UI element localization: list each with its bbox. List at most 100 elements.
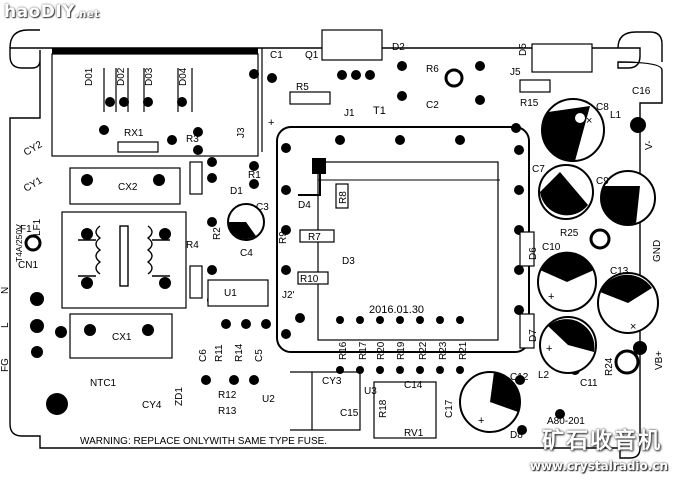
label-d04: D04 bbox=[178, 67, 189, 86]
cap-c9 bbox=[600, 170, 656, 226]
label-r11: R11 bbox=[214, 344, 225, 362]
label-c16: C16 bbox=[632, 86, 651, 97]
terminal-fg: FG bbox=[0, 358, 11, 372]
label-r4: R4 bbox=[186, 240, 199, 251]
label-lf1: LF1 bbox=[32, 218, 43, 236]
label-ntc1: NTC1 bbox=[90, 378, 117, 389]
label-r23: R23 bbox=[438, 341, 449, 360]
plus-marker-c17: + bbox=[478, 415, 484, 427]
label-c6: C6 bbox=[198, 349, 209, 362]
label-u3: U3 bbox=[364, 386, 377, 397]
x-marker-c8: × bbox=[586, 115, 592, 127]
label-d1: D1 bbox=[230, 186, 243, 197]
label-u1: U1 bbox=[224, 288, 237, 299]
label-zd1: ZD1 bbox=[174, 387, 185, 406]
label-cy3: CY3 bbox=[322, 376, 342, 387]
label-c11: C11 bbox=[580, 378, 598, 389]
electrolytic-caps bbox=[227, 98, 659, 433]
label-r7: R7 bbox=[308, 232, 321, 243]
watermark-site-logo: haoDIY.net bbox=[4, 2, 99, 22]
cap-c13 bbox=[597, 272, 659, 334]
label-d6: D6 bbox=[528, 247, 539, 260]
label-r15: R15 bbox=[520, 98, 539, 109]
watermark-brand-url: www.crystalradio.cn bbox=[529, 459, 668, 473]
label-rx1: RX1 bbox=[124, 128, 144, 139]
label-c15: C15 bbox=[340, 408, 359, 419]
label-cx2: CX2 bbox=[118, 182, 138, 193]
label-c4: C4 bbox=[240, 248, 253, 259]
warning-label: WARNING: REPLACE ONLYWITH SAME TYPE FUSE… bbox=[80, 436, 327, 447]
cap-c7 bbox=[538, 164, 594, 220]
cap-c3 bbox=[227, 203, 265, 241]
model-label: A80-201 bbox=[547, 416, 585, 427]
cap-c10 bbox=[537, 251, 597, 312]
label-f1: F1 bbox=[20, 224, 32, 235]
label-cy4: CY4 bbox=[142, 400, 162, 411]
rings bbox=[24, 68, 640, 375]
cap-c8 bbox=[541, 98, 605, 162]
label-c7: C7 bbox=[532, 164, 545, 175]
label-j1: J1 bbox=[344, 108, 355, 119]
label-c5: C5 bbox=[254, 349, 265, 362]
label-c8: C8 bbox=[596, 102, 609, 113]
label-u2: U2 bbox=[262, 394, 275, 405]
label-r16: R16 bbox=[338, 341, 349, 360]
label-cn1: CN1 bbox=[18, 260, 38, 271]
label-r1: R1 bbox=[248, 170, 261, 181]
label-d01: D01 bbox=[84, 67, 95, 86]
label-r13: R13 bbox=[218, 406, 237, 417]
watermark-site-suffix: .net bbox=[75, 9, 100, 20]
label-r9: R9 bbox=[278, 231, 289, 244]
label-r8: R8 bbox=[338, 191, 349, 204]
label-c1: C1 bbox=[270, 50, 283, 61]
label-d02: D02 bbox=[116, 67, 127, 86]
label-d03: D03 bbox=[144, 67, 155, 86]
cap-c11 bbox=[539, 316, 597, 374]
label-c17: C17 bbox=[444, 399, 455, 418]
label-j2: J2' bbox=[282, 290, 295, 301]
label-r25: R25 bbox=[560, 228, 579, 239]
transformer-label: T1 bbox=[373, 105, 386, 117]
cap-c17 bbox=[459, 371, 521, 433]
label-r14: R14 bbox=[234, 343, 245, 362]
terminal-l: L bbox=[0, 322, 11, 328]
label-q1: Q1 bbox=[305, 50, 319, 61]
label-c10: C10 bbox=[542, 242, 561, 253]
label-d8: D8 bbox=[510, 430, 523, 441]
label-c9: C9 bbox=[596, 176, 609, 187]
input-section-outline bbox=[51, 48, 263, 359]
terminal-gnd: GND bbox=[652, 240, 663, 262]
plus-marker-c11: + bbox=[546, 343, 552, 355]
date-label: 2016.01.30 bbox=[369, 304, 424, 316]
x-marker-c13: × bbox=[630, 321, 636, 333]
label-r6: R6 bbox=[426, 64, 439, 75]
terminal-n: N bbox=[0, 287, 11, 294]
label-r21: R21 bbox=[458, 341, 469, 360]
label-r19: R19 bbox=[396, 341, 407, 360]
label-cy2: CY2 bbox=[22, 139, 45, 158]
label-c14: C14 bbox=[404, 380, 423, 391]
watermark-brand-cn: 矿石收音机 bbox=[541, 429, 662, 454]
label-r5: R5 bbox=[296, 82, 309, 93]
label-c3: C3 bbox=[256, 202, 269, 213]
label-rv1: RV1 bbox=[404, 428, 424, 439]
label-r20: R20 bbox=[376, 341, 387, 360]
plus-marker-top: + bbox=[268, 117, 274, 129]
plus-marker-c10: + bbox=[548, 291, 554, 303]
label-j5: J5 bbox=[510, 67, 521, 78]
label-d5: D5 bbox=[518, 43, 529, 56]
small-parts bbox=[117, 29, 593, 439]
label-l2: L2 bbox=[538, 370, 550, 381]
label-r12: R12 bbox=[218, 390, 237, 401]
label-c2: C2 bbox=[426, 100, 439, 111]
label-r24: R24 bbox=[604, 357, 615, 376]
label-c12: C12 bbox=[510, 372, 529, 383]
label-cx1: CX1 bbox=[112, 332, 132, 343]
label-d7: D7 bbox=[528, 329, 539, 342]
label-r2: R2 bbox=[212, 227, 223, 240]
label-c13: C13 bbox=[610, 266, 629, 277]
label-r3: R3 bbox=[186, 134, 199, 145]
label-r17: R17 bbox=[358, 341, 369, 360]
terminal-v-minus: V- bbox=[644, 141, 655, 150]
